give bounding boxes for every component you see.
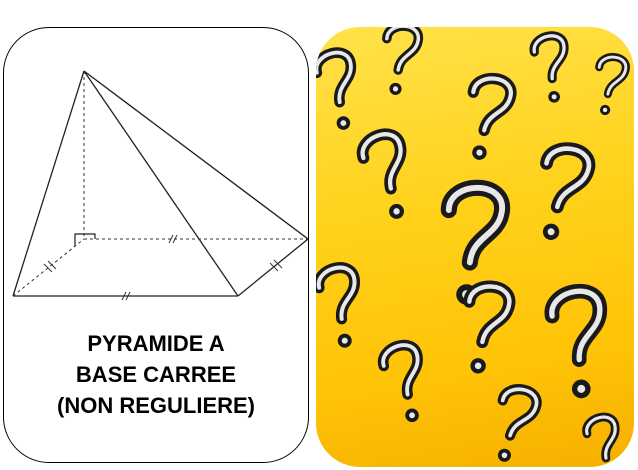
tick-marks-right (269, 259, 283, 272)
caption-line-1: PYRAMIDE A (87, 331, 225, 356)
base-edge-right (237, 238, 308, 297)
pyramid-edge-left (12, 70, 85, 297)
question-marks-pattern-icon (316, 27, 634, 467)
pyramid-caption: PYRAMIDE A BASE CARREE (NON REGULIERE) (4, 328, 308, 421)
tick-marks-back (168, 234, 178, 244)
tick-marks-left (43, 260, 57, 273)
caption-line-3: (NON REGULIERE) (57, 393, 255, 418)
caption-line-2: BASE CARREE (75, 362, 237, 387)
pyramid-card: PYRAMIDE A BASE CARREE (NON REGULIERE) (3, 27, 309, 463)
pyramid-edge-front (83, 70, 239, 297)
question-marks-card (316, 27, 634, 467)
right-angle-marker (74, 233, 96, 246)
pyramid-edge-right (83, 70, 308, 240)
question-marks-group (316, 27, 627, 467)
pyramid-diagram (12, 70, 308, 301)
base-edge-left-dashed (12, 238, 85, 297)
tick-marks-front (121, 291, 131, 301)
